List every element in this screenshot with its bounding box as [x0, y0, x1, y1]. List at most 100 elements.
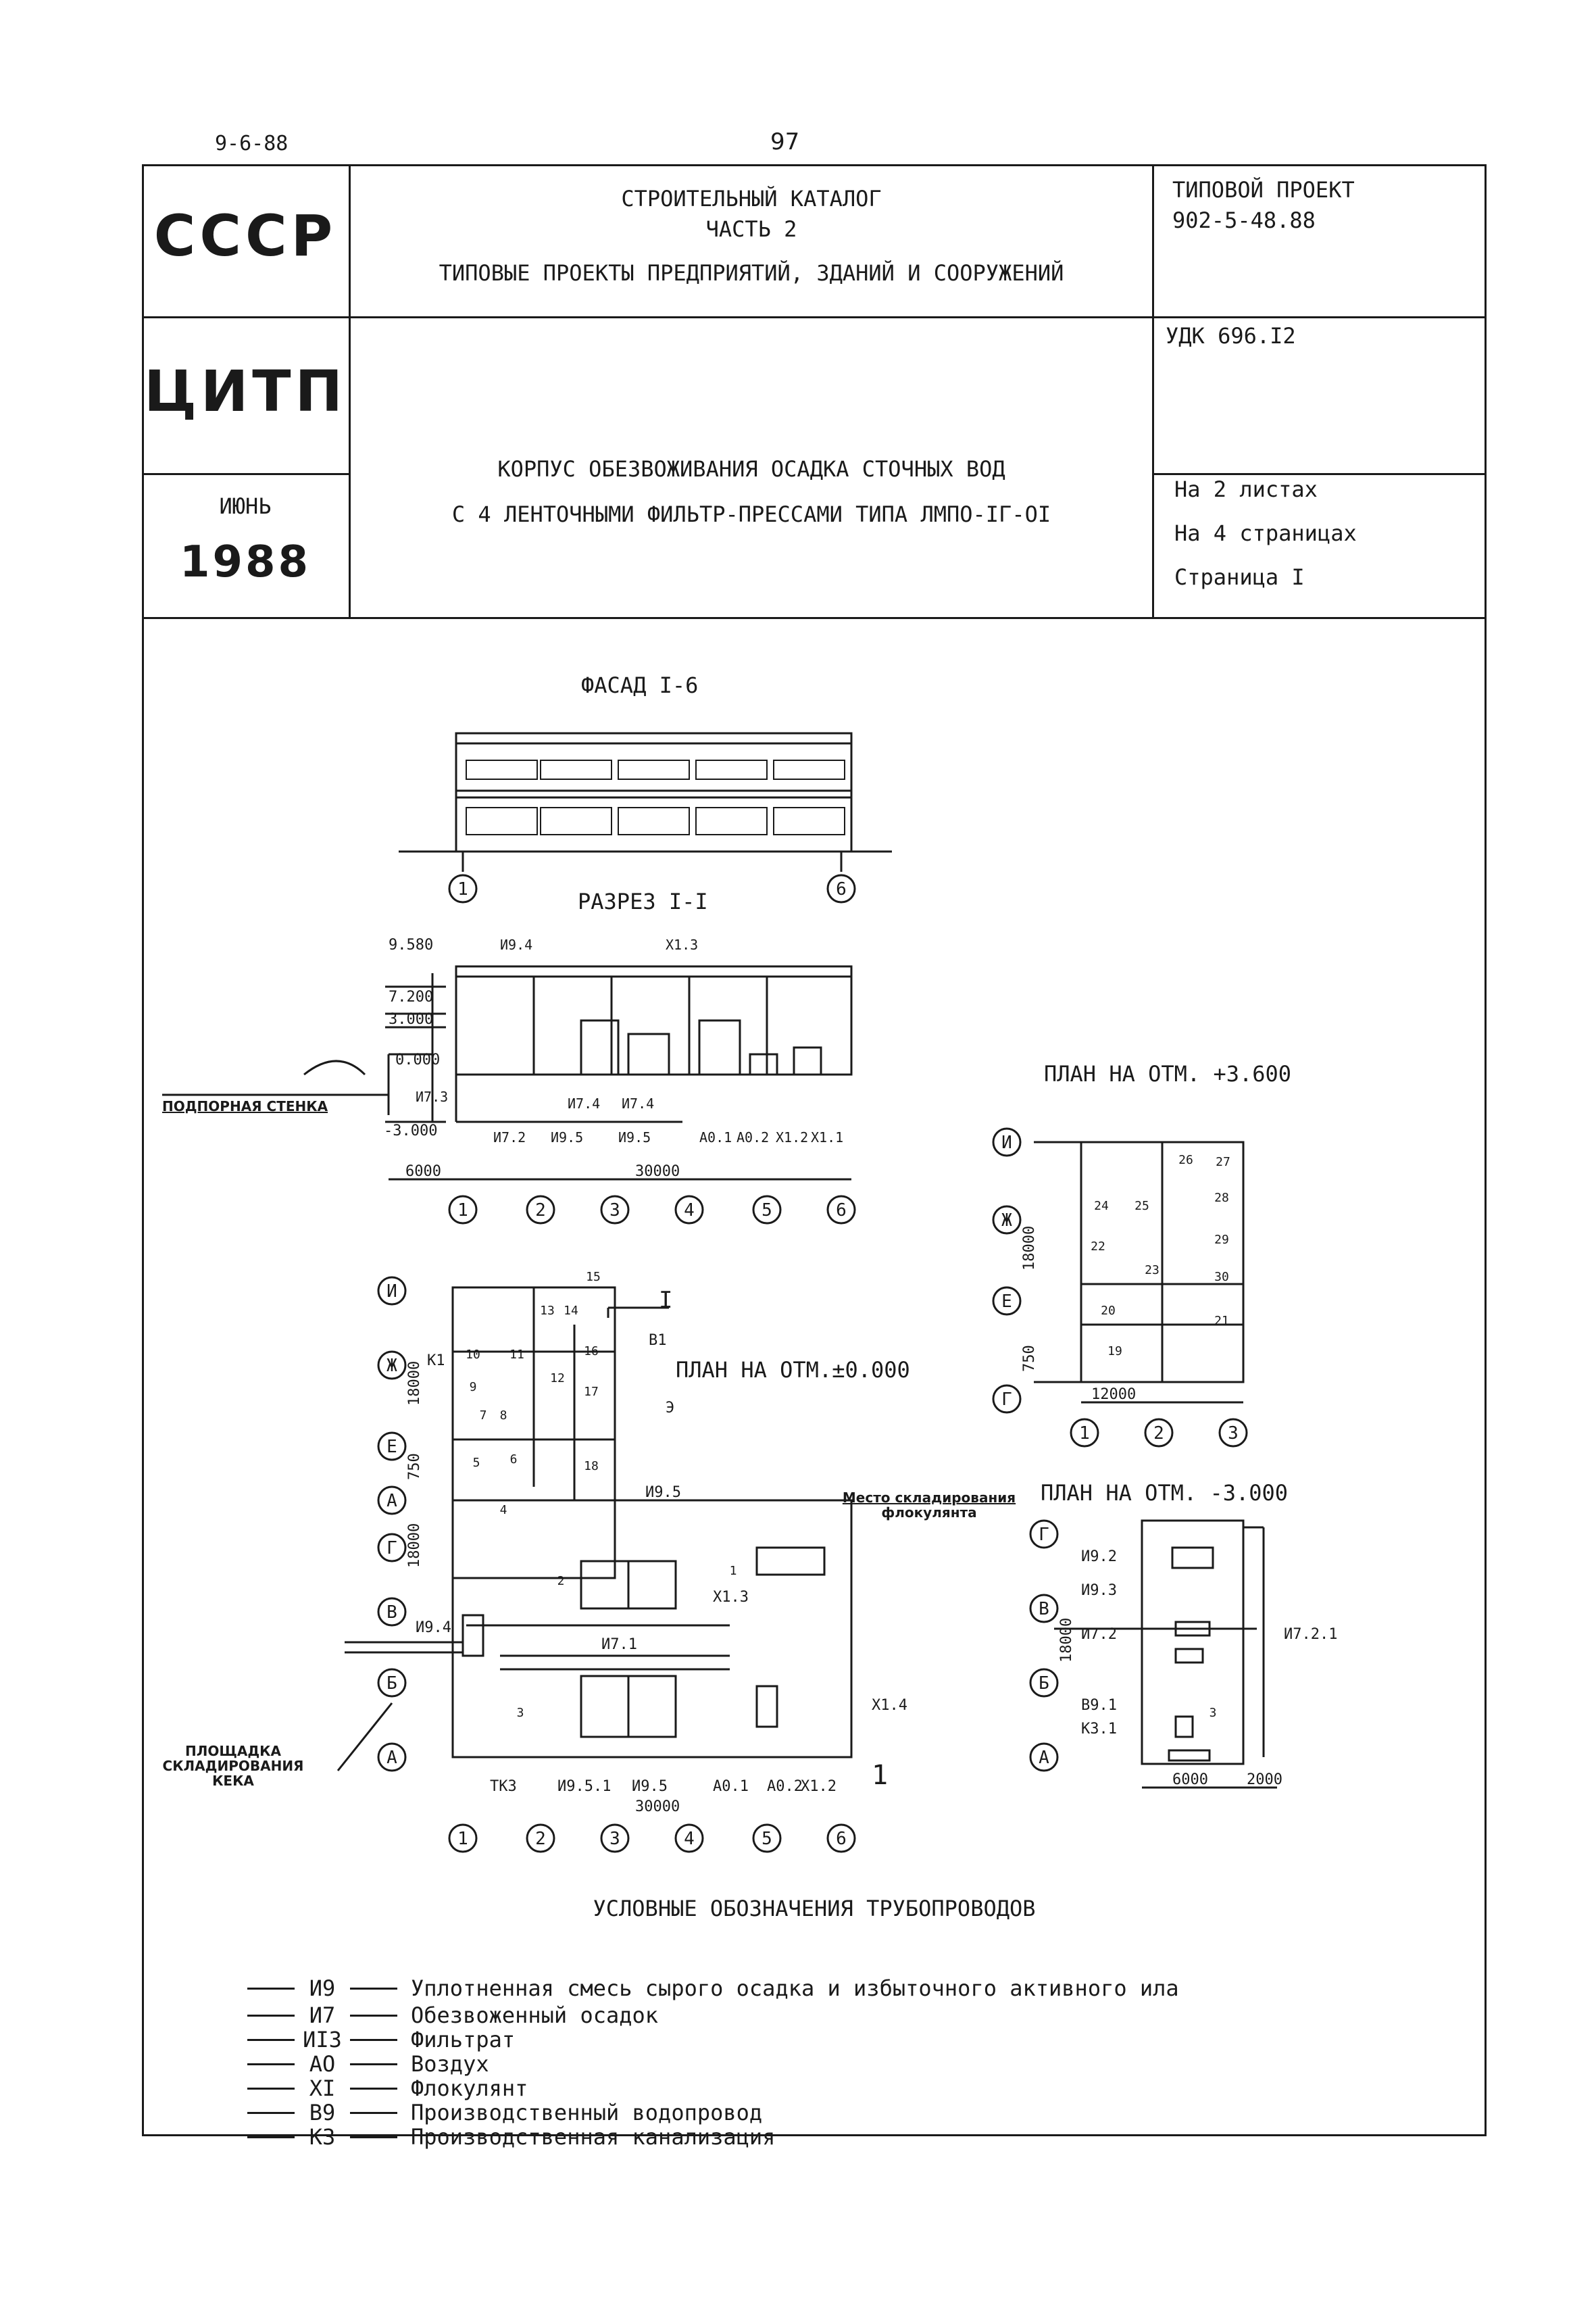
pages-count: На 4 страницах	[1174, 520, 1357, 546]
room-number: 1	[730, 1564, 737, 1578]
flocculant-storage-label: Место складирования флокулянта	[821, 1490, 1037, 1520]
axis-label: И	[386, 1281, 397, 1302]
legend-item: И7 Обезвоженный осадок	[243, 2002, 658, 2029]
dimension-label: 6000	[405, 1163, 441, 1180]
room-number: 20	[1101, 1304, 1116, 1318]
dimension-label: 18000	[1058, 1618, 1075, 1663]
pipe-tag: И7.4	[568, 1096, 600, 1112]
page-number: 97	[770, 128, 800, 155]
room-number: 26	[1178, 1153, 1193, 1167]
pipe-tag: И7.3	[416, 1089, 448, 1105]
legend-title: УСЛОВНЫЕ ОБОЗНАЧЕНИЯ ТРУБОПРОВОДОВ	[593, 1896, 1036, 1921]
section-mark: 1	[872, 1760, 888, 1791]
dimension-label: 30000	[635, 1163, 680, 1180]
legend-desc: Обезвоженный осадок	[411, 2002, 659, 2028]
pipe-tag: И9.5	[618, 1129, 651, 1146]
dimension-label: 2000	[1247, 1771, 1282, 1788]
room-number: 22	[1091, 1239, 1105, 1254]
legend-desc: Воздух	[411, 2051, 489, 2077]
axis-label: Ж	[386, 1356, 397, 1376]
axis-label: 2	[535, 1200, 546, 1221]
elevation-label: -3.000	[384, 1123, 437, 1139]
pipe-tag: И9.3	[1081, 1582, 1117, 1599]
axis-label: 4	[684, 1829, 695, 1849]
cake-storage-line1: ПЛОЩАДКА	[185, 1743, 281, 1759]
legend-code: ИI3	[303, 2027, 342, 2052]
axis-label: В	[386, 1602, 397, 1623]
year-label: 1988	[179, 537, 311, 587]
room-number: 12	[550, 1371, 565, 1385]
corner-code: 9-6-88	[215, 132, 289, 155]
pipe-tag: К1	[427, 1352, 445, 1369]
legend-code: АО	[309, 2051, 336, 2077]
room-number: 14	[564, 1304, 578, 1318]
pipe-tag: И9.5	[645, 1484, 681, 1501]
cake-storage-label: ПЛОЩАДКА СКЛАДИРОВАНИЯ КЕКА	[155, 1744, 311, 1788]
legend-item: АО Воздух	[243, 2050, 489, 2077]
plan-lower-title: ПЛАН НА ОТМ. -3.000	[1041, 1480, 1289, 1506]
room-number: 29	[1214, 1233, 1229, 1247]
room-number: 21	[1214, 1314, 1229, 1328]
room-number: 6	[510, 1452, 518, 1467]
facade-title: ФАСАД I-6	[581, 672, 699, 698]
pipe-tag: А0.1	[713, 1778, 749, 1795]
pipe-tag: Х1.4	[872, 1697, 907, 1714]
room-number: 27	[1216, 1155, 1230, 1169]
axis-label: 6	[836, 1829, 847, 1849]
axis-label: 3	[1228, 1423, 1239, 1444]
cake-storage-line2: СКЛАДИРОВАНИЯ	[162, 1758, 304, 1774]
room-number: 3	[517, 1706, 524, 1720]
room-number: 2	[557, 1574, 565, 1588]
dimension-label: 18000	[406, 1361, 423, 1406]
axis-label: А	[1039, 1748, 1049, 1768]
axis-label: 2	[535, 1829, 546, 1849]
flocculant-storage-line1: Место складирования	[842, 1490, 1016, 1506]
room-number: 28	[1214, 1191, 1229, 1205]
axis-label: Б	[386, 1673, 397, 1694]
axis-label: Г	[386, 1538, 397, 1558]
room-number: 9	[470, 1380, 477, 1394]
room-number: 25	[1134, 1199, 1149, 1213]
technical-drawings: 1 6 1 2 3 4 5 6 1 2 3 4 5 6 И Ж Е А Г В …	[162, 732, 1337, 1853]
org-label: СССР	[153, 203, 337, 269]
legend-code: К3	[309, 2124, 336, 2150]
room-number: 16	[584, 1344, 599, 1358]
cake-storage-line3: КЕКА	[212, 1773, 254, 1789]
section-title: РАЗРЕЗ I-I	[578, 889, 708, 914]
axis-label: Г	[1001, 1389, 1012, 1410]
elevation-label: 7.200	[389, 989, 433, 1006]
document-title-line1: КОРПУС ОБЕЗВОЖИВАНИЯ ОСАДКА СТОЧНЫХ ВОД	[497, 456, 1005, 482]
axis-label: 4	[684, 1200, 695, 1221]
legend-code: И9	[309, 1975, 336, 2001]
pipe-tag: И7.2	[493, 1129, 526, 1146]
room-number: 8	[500, 1408, 507, 1423]
pipe-tag: ТК3	[490, 1778, 517, 1795]
axis-label: Е	[386, 1437, 397, 1457]
room-number: 4	[500, 1503, 507, 1517]
room-number: 24	[1094, 1199, 1109, 1213]
section-drawing	[162, 965, 853, 1181]
axis-label: А	[386, 1491, 397, 1511]
pipe-tag: И9.4	[416, 1619, 451, 1636]
pipe-tag: Х1.2	[776, 1129, 808, 1146]
page-frame	[142, 164, 1487, 2136]
pipe-tag: В9.1	[1081, 1697, 1117, 1714]
pipe-tag: Э	[666, 1400, 674, 1417]
pipe-tag: А0.2	[767, 1778, 803, 1795]
dimension-label: 750	[1021, 1345, 1038, 1372]
axis-label: 5	[762, 1829, 772, 1849]
axis-label: Ж	[1001, 1210, 1012, 1231]
room-number: 13	[540, 1304, 555, 1318]
elevation-label: 3.000	[389, 1011, 433, 1028]
elevation-label: 9.580	[389, 937, 433, 954]
dimension-label: 12000	[1091, 1386, 1136, 1403]
legend-desc: Производственная канализация	[411, 2124, 776, 2150]
dimension-label: 18000	[1021, 1226, 1038, 1271]
pipe-tag: И7.2	[1081, 1626, 1117, 1643]
pipe-tag: Х1.3	[713, 1589, 749, 1606]
pipe-tag: И9.5.1	[557, 1778, 611, 1795]
udk-code: УДК 696.I2	[1166, 323, 1296, 349]
legend-code: И7	[309, 2002, 336, 2028]
room-number: 18	[584, 1459, 599, 1473]
axis-label: 3	[609, 1200, 620, 1221]
